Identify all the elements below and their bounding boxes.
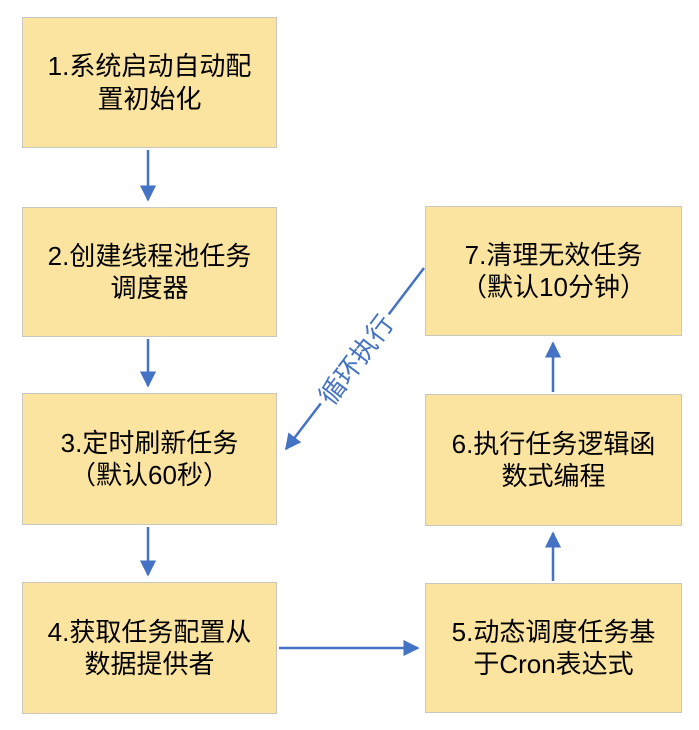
node-step-6: 6.执行任务逻辑函 数式编程	[425, 394, 682, 526]
node-step-5: 5.动态调度任务基 于Cron表达式	[425, 583, 682, 713]
node-step-7: 7.清理无效任务 （默认10分钟）	[425, 206, 682, 336]
node-step-4: 4.获取任务配置从 数据提供者	[22, 582, 277, 714]
node-step-5-label: 5.动态调度任务基 于Cron表达式	[451, 616, 656, 680]
node-step-1-label: 1.系统启动自动配 置初始化	[47, 51, 252, 114]
loop-edge-label: 循环执行	[305, 302, 405, 416]
node-step-2-label: 2.创建线程池任务 调度器	[47, 240, 252, 304]
node-step-4-label: 4.获取任务配置从 数据提供者	[47, 616, 252, 680]
node-step-6-label: 6.执行任务逻辑函 数式编程	[451, 428, 656, 492]
node-step-1: 1.系统启动自动配 置初始化	[22, 17, 277, 148]
node-step-3-label: 3.定时刷新任务 （默认60秒）	[60, 427, 239, 491]
node-step-7-label: 7.清理无效任务 （默认10分钟）	[461, 239, 646, 303]
node-step-2: 2.创建线程池任务 调度器	[22, 207, 277, 337]
node-step-3: 3.定时刷新任务 （默认60秒）	[22, 393, 277, 525]
